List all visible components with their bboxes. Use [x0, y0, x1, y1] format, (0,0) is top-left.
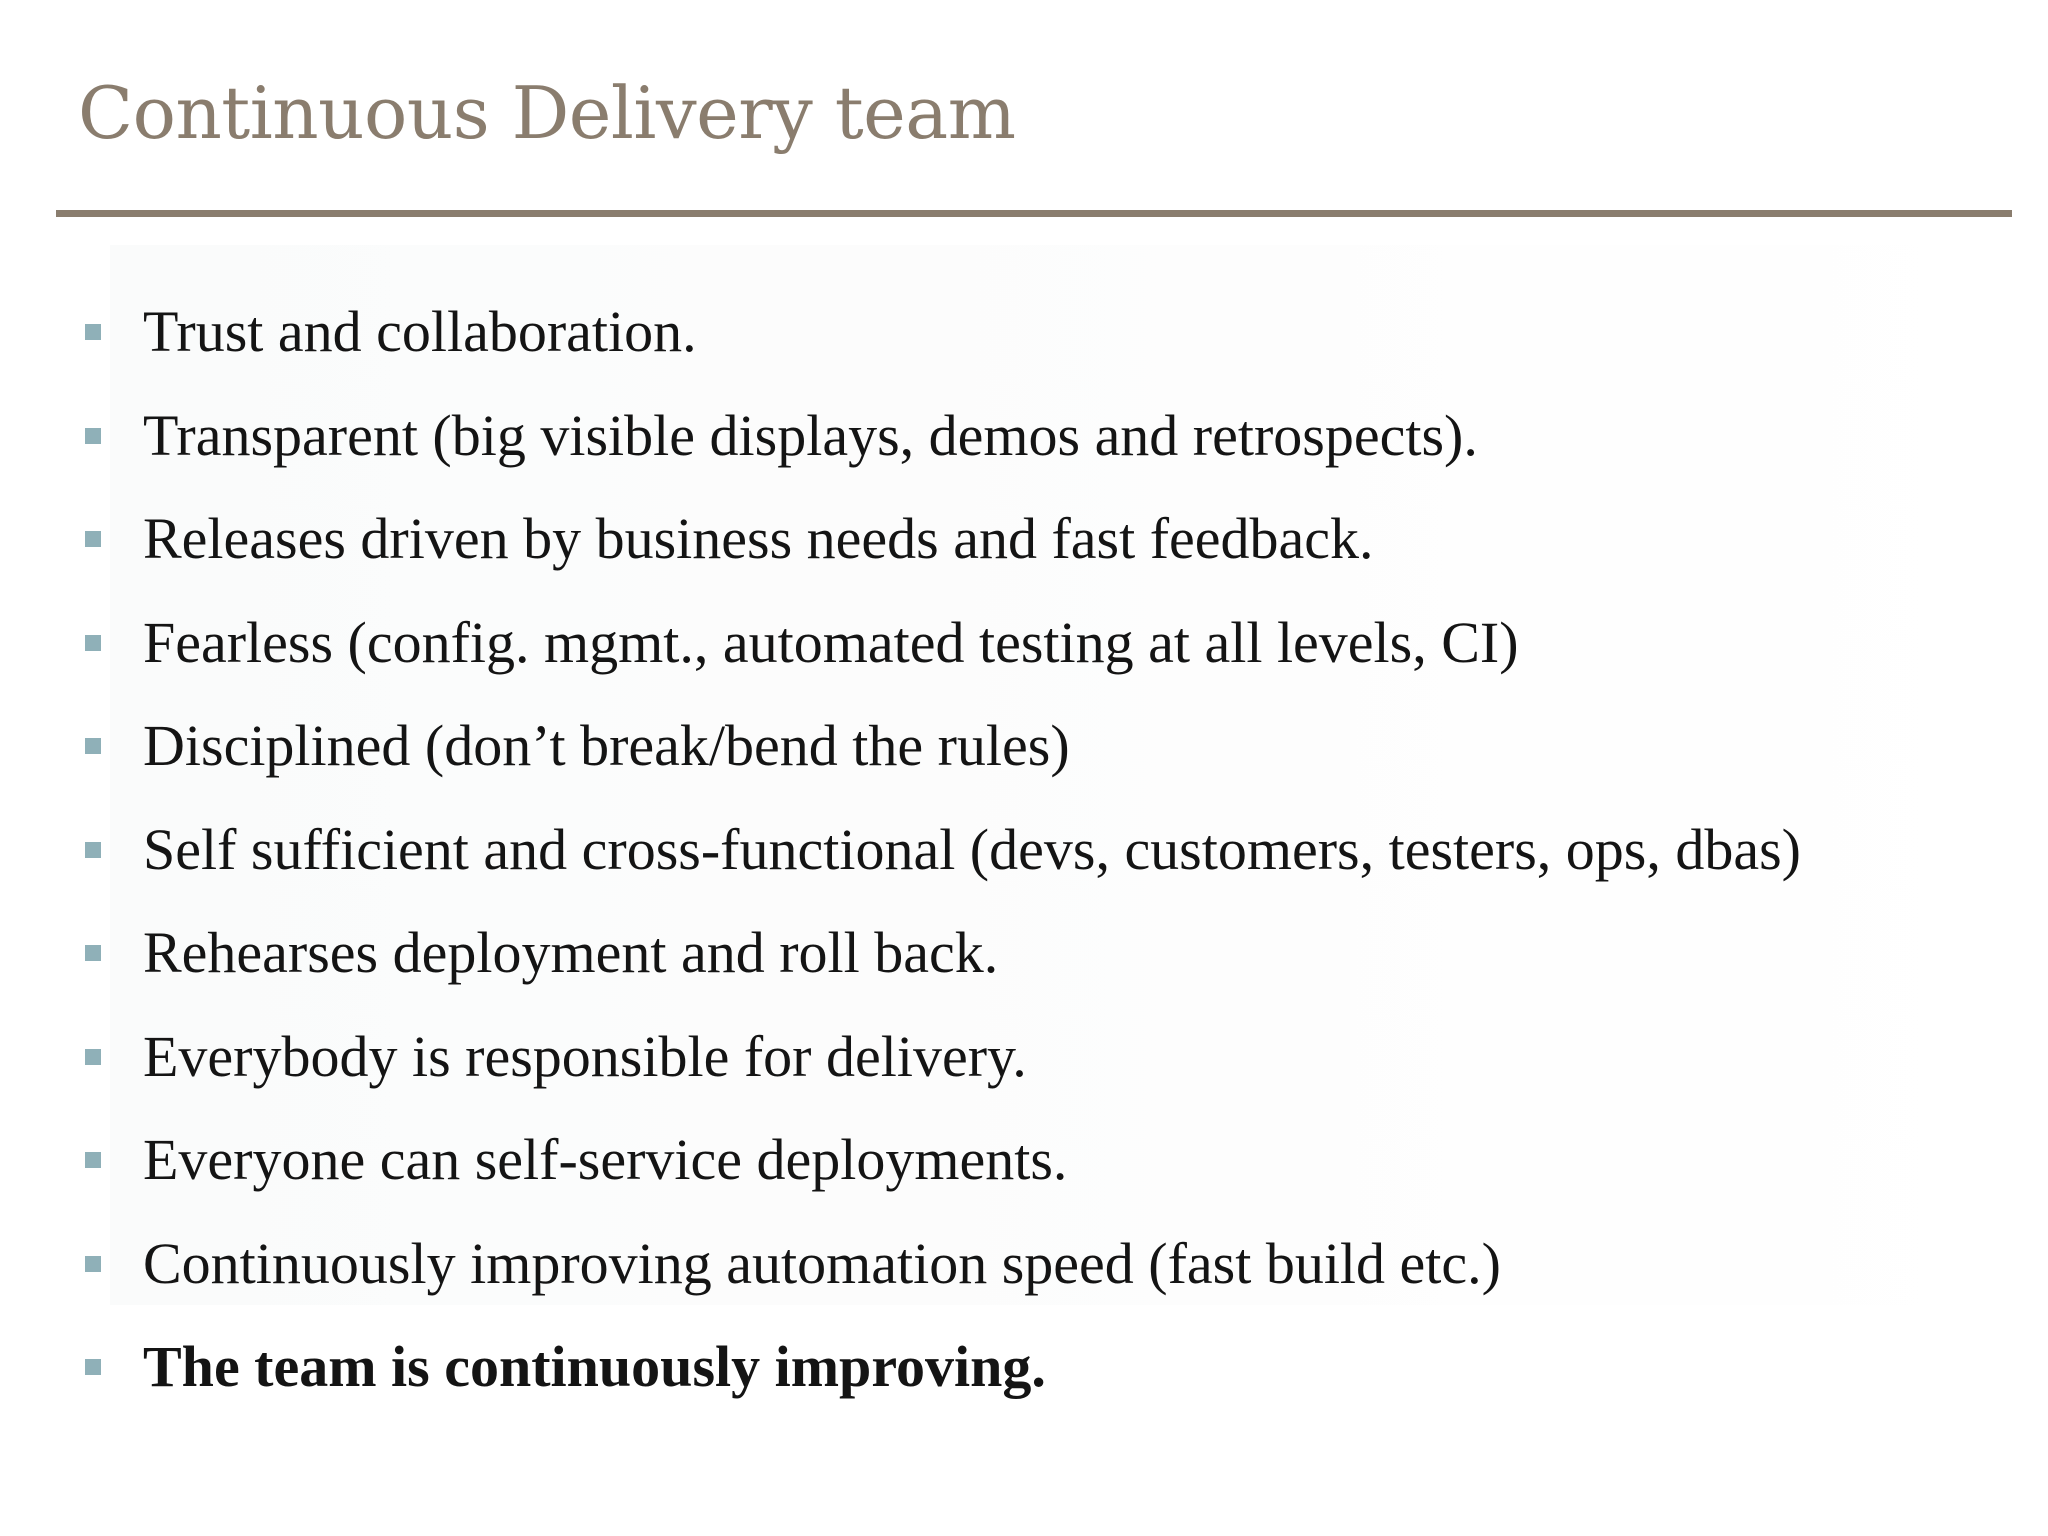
square-bullet-icon	[85, 1359, 101, 1375]
list-item: Releases driven by business needs and fa…	[0, 487, 2048, 591]
list-item: Everybody is responsible for delivery.	[0, 1005, 2048, 1109]
bullet-list: Trust and collaboration. Transparent (bi…	[0, 280, 2048, 1419]
bullet-text: Fearless (config. mgmt., automated testi…	[143, 609, 1519, 675]
bullet-text: Disciplined (don’t break/bend the rules)	[143, 713, 1070, 778]
title-divider	[56, 210, 2012, 217]
square-bullet-icon	[85, 841, 101, 858]
list-item: Rehearses deployment and roll back.	[0, 901, 2048, 1005]
list-item: Continuously improving automation speed …	[0, 1212, 2048, 1316]
list-item: Disciplined (don’t break/bend the rules)	[0, 694, 2048, 798]
square-bullet-icon	[85, 634, 101, 651]
square-bullet-icon	[85, 945, 101, 961]
bullet-text: Continuously improving automation speed …	[143, 1230, 1501, 1296]
list-item: Transparent (big visible displays, demos…	[0, 384, 2048, 488]
square-bullet-icon	[85, 324, 101, 340]
bullet-text: Rehearses deployment and roll back.	[143, 920, 999, 985]
bullet-text-emphasis: The team is continuously improving.	[143, 1334, 1046, 1399]
list-item: Everyone can self-service deployments.	[0, 1108, 2048, 1212]
square-bullet-icon	[85, 1048, 101, 1065]
bullet-text: Everyone can self-service deployments.	[143, 1127, 1068, 1192]
bullet-text: Self sufficient and cross-functional (de…	[143, 816, 1801, 882]
bullet-text: Everybody is responsible for delivery.	[143, 1023, 1027, 1089]
square-bullet-icon	[85, 1255, 101, 1272]
content-panel	[110, 245, 2020, 1305]
list-item: Trust and collaboration.	[0, 280, 2048, 384]
bullet-text: Releases driven by business needs and fa…	[143, 506, 1374, 571]
list-item: Self sufficient and cross-functional (de…	[0, 798, 2048, 902]
square-bullet-icon	[85, 427, 101, 444]
list-item: Fearless (config. mgmt., automated testi…	[0, 591, 2048, 695]
list-item: The team is continuously improving.	[0, 1315, 2048, 1419]
square-bullet-icon	[85, 531, 101, 547]
bullet-text: Trust and collaboration.	[143, 299, 697, 364]
bullet-text: Transparent (big visible displays, demos…	[143, 402, 1478, 468]
square-bullet-icon	[85, 738, 101, 754]
slide-title: Continuous Delivery team	[78, 71, 1016, 155]
square-bullet-icon	[85, 1152, 101, 1168]
